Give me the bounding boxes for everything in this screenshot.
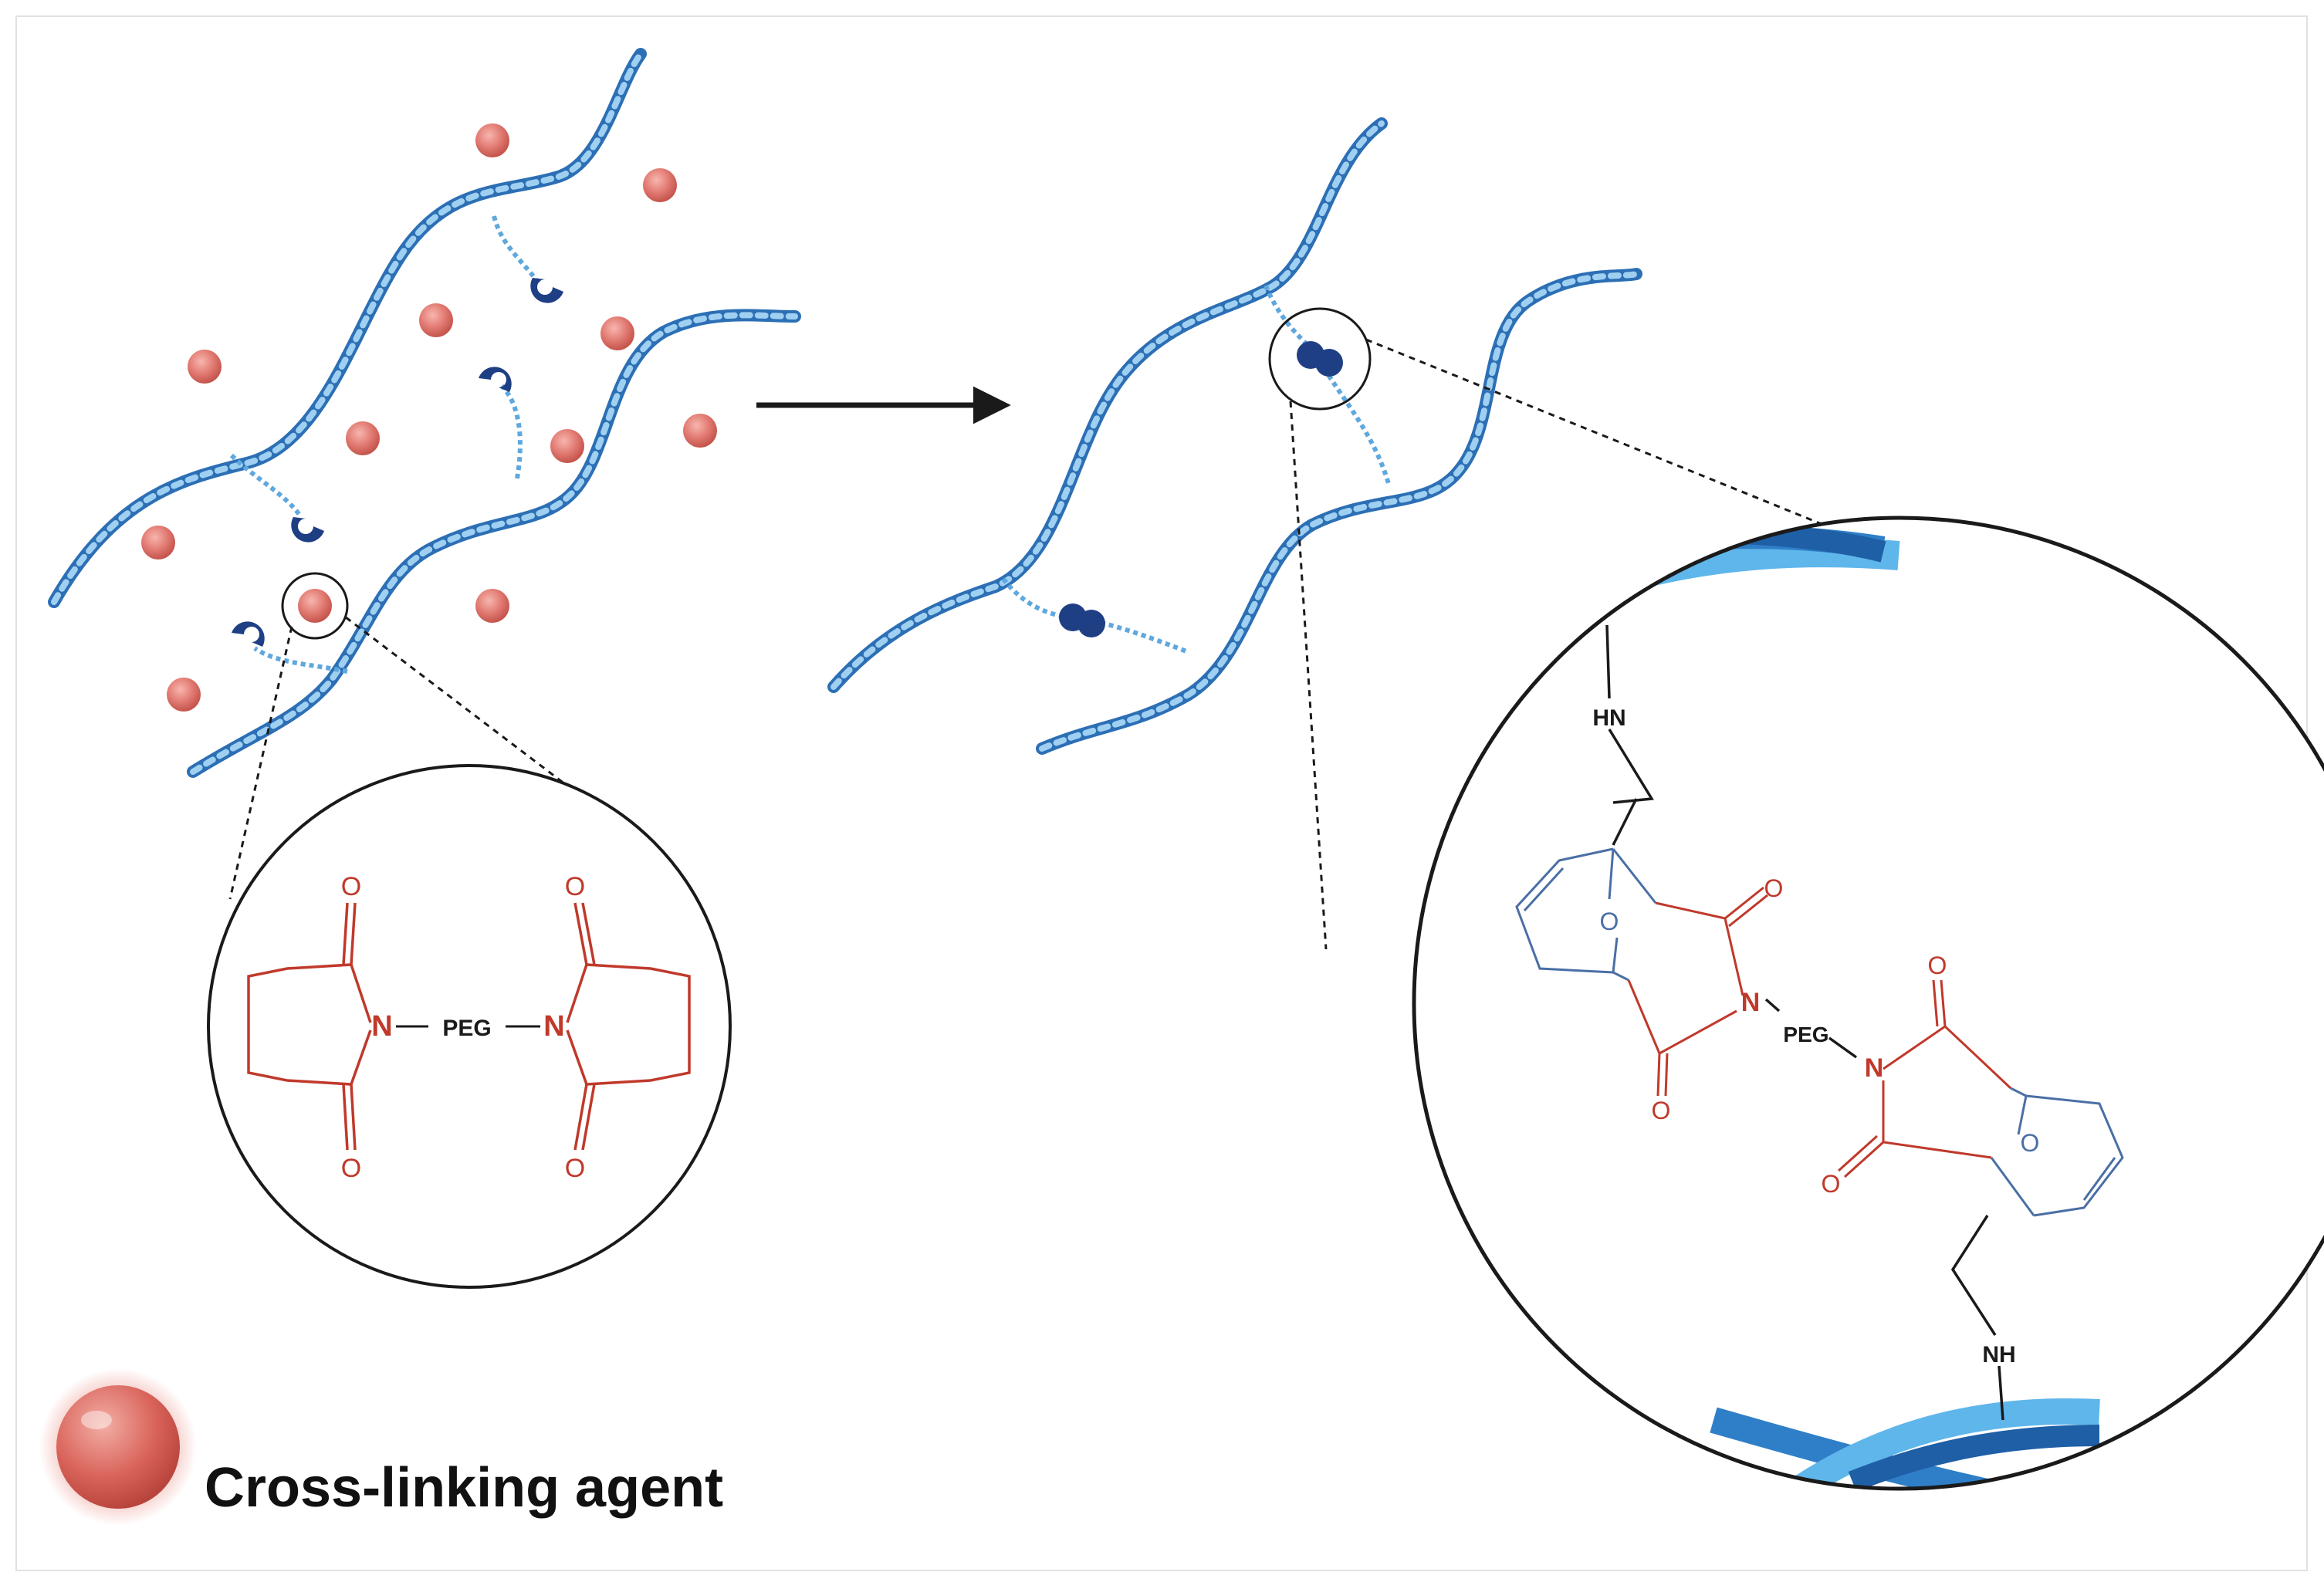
- zoom-lines-left: [228, 616, 611, 900]
- zoom-lines-right: [1289, 338, 1834, 950]
- helix-chain: [827, 117, 1388, 693]
- helix-chain: [48, 48, 647, 608]
- oxygen-atom: O: [565, 872, 585, 901]
- amine-label: NH: [1982, 1342, 2015, 1368]
- legend: Cross-linking agent: [39, 1368, 723, 1526]
- carbonyl-oxygen: O: [1822, 1170, 1841, 1198]
- succinimide-rings: [1627, 886, 2012, 1178]
- helix-chain: [1036, 268, 1642, 755]
- highlight-circle: [1268, 307, 1372, 411]
- carbonyl-oxygen: O: [1928, 952, 1947, 979]
- amine-label: HN: [1592, 705, 1625, 731]
- amine-linkers: [1605, 624, 2004, 1421]
- helix-chain: [187, 309, 801, 778]
- oxanorbornene-ring: [1515, 847, 2124, 1217]
- right-zoom-circle: O O N N PEG O O O O HN NH: [1412, 516, 2324, 1491]
- crosslink-bridge: [1001, 577, 1190, 654]
- peg-label: PEG: [1783, 1023, 1828, 1046]
- nitrogen-atom: N: [1865, 1053, 1884, 1083]
- crosslinker-legend-icon: [56, 1385, 180, 1509]
- furan-tether: [232, 621, 348, 674]
- furan-tether: [492, 215, 563, 303]
- bridge-oxygen: O: [2021, 1129, 2040, 1157]
- carbonyl-oxygen: O: [1652, 1097, 1671, 1124]
- bridge-oxygen: O: [1600, 908, 1619, 935]
- highlight-circle: [281, 572, 349, 640]
- nitrogen-atom: N: [1741, 988, 1761, 1017]
- peg-label: PEG: [442, 1016, 491, 1041]
- oxygen-atom: O: [341, 1154, 361, 1183]
- nitrogen-atom: N: [543, 1010, 564, 1043]
- crosslinker-balls: [141, 123, 717, 712]
- oxygen-atom: O: [565, 1154, 585, 1183]
- legend-label: Cross-linking agent: [205, 1457, 723, 1519]
- carbonyl-oxygen: O: [1764, 874, 1784, 902]
- left-polymer-network: [48, 48, 801, 778]
- furan-tether: [479, 367, 523, 479]
- right-polymer-network: [827, 117, 1642, 755]
- bismaleimide-structure: [247, 902, 691, 1151]
- nitrogen-atom: N: [371, 1010, 392, 1043]
- left-zoom-circle: N N PEG O O O O: [207, 764, 732, 1289]
- oxygen-atom: O: [341, 872, 361, 901]
- crosslink-bridge: [1263, 284, 1392, 487]
- furan-tether: [229, 453, 324, 543]
